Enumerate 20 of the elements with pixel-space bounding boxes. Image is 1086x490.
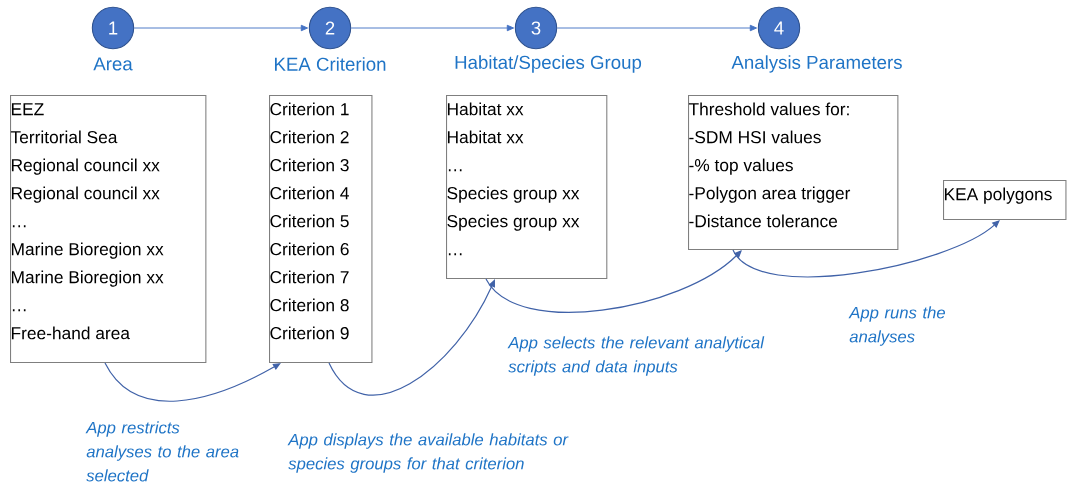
step-title: Area [93, 57, 133, 71]
step-title: Habitat/Species Group [455, 55, 642, 73]
edge-label: App restricts analyses to the area selected [85, 421, 239, 482]
list-box: Habitat xx Habitat xx … Species group xx Species group xx … [446, 95, 608, 279]
edge-label: App displays the available habitats or species groups for that criterion [287, 433, 569, 473]
list-box: KEA polygons [943, 180, 1067, 220]
step-title: Analysis Parameters [731, 55, 902, 73]
edge-label: App selects the relevant analytical scripts and data inputs [507, 336, 765, 376]
curved-arrow [104, 362, 281, 402]
list-box: Criterion 1 Criterion 2 Criterion 3 Criterion 4 Criterion 5 Criterion 6 Criterion 7 Criterion 8 Criterion 9 [269, 95, 373, 363]
list-box: Threshold values for: -SDM HSI values -% top values -Polygon area trigger -Distance tolerance [688, 95, 899, 251]
arrow [133, 24, 309, 32]
edge-label: App runs the analyses [848, 306, 945, 346]
step-title: KEA Criterion [275, 57, 386, 71]
list-box: EEZ Territorial Sea Regional council xx Regional council xx … Marine Bioregion xx Marine Bioregion xx … Free-hand area [10, 95, 207, 363]
arrow [350, 24, 515, 32]
curved-arrow [732, 220, 1000, 278]
curved-arrow [485, 250, 742, 313]
curved-arrow [328, 279, 495, 396]
arrow [556, 24, 758, 32]
